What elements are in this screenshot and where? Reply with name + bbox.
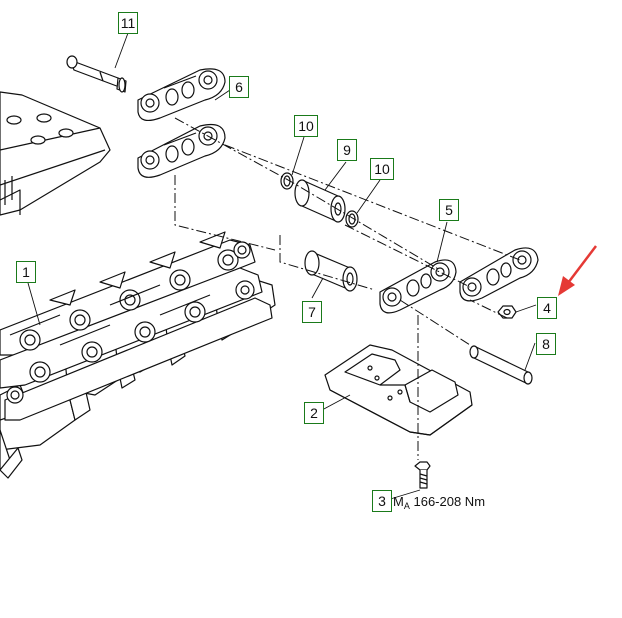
callout-11: 11	[118, 12, 138, 34]
torque-subscript: A	[403, 501, 410, 511]
callout-6: 6	[229, 76, 249, 98]
callout-5: 5	[439, 199, 459, 221]
callout-9: 9	[337, 139, 357, 161]
torque-spec: MA 166-208 Nm	[393, 494, 485, 511]
callout-3: 3	[372, 490, 392, 512]
track-assembly	[0, 91, 276, 479]
master-link-pair-upper	[137, 68, 226, 122]
callout-10-right: 10	[370, 158, 394, 180]
torque-value: 166-208 Nm	[413, 494, 486, 509]
red-arrow-icon	[558, 245, 597, 296]
bushing-sleeve	[294, 179, 346, 223]
leader-lines	[27, 32, 537, 501]
callout-7: 7	[302, 301, 322, 323]
master-link-inner	[379, 259, 457, 314]
nut	[497, 305, 517, 319]
master-pin	[66, 55, 127, 93]
callout-2: 2	[304, 402, 324, 424]
callout-1: 1	[16, 261, 36, 283]
track-shoe	[324, 344, 473, 436]
master-link-outer	[459, 247, 539, 302]
track-pin	[469, 345, 533, 385]
centre-lines	[174, 117, 521, 460]
torque-symbol: M	[393, 494, 404, 509]
bushing	[304, 250, 358, 292]
callout-10-left: 10	[294, 115, 318, 137]
callout-8: 8	[536, 333, 556, 355]
callout-4: 4	[537, 297, 557, 319]
snap-ring-right	[345, 210, 359, 228]
shoe-bolt	[414, 461, 431, 489]
snap-ring-left	[280, 172, 294, 190]
master-link-pair-lower	[137, 123, 226, 178]
